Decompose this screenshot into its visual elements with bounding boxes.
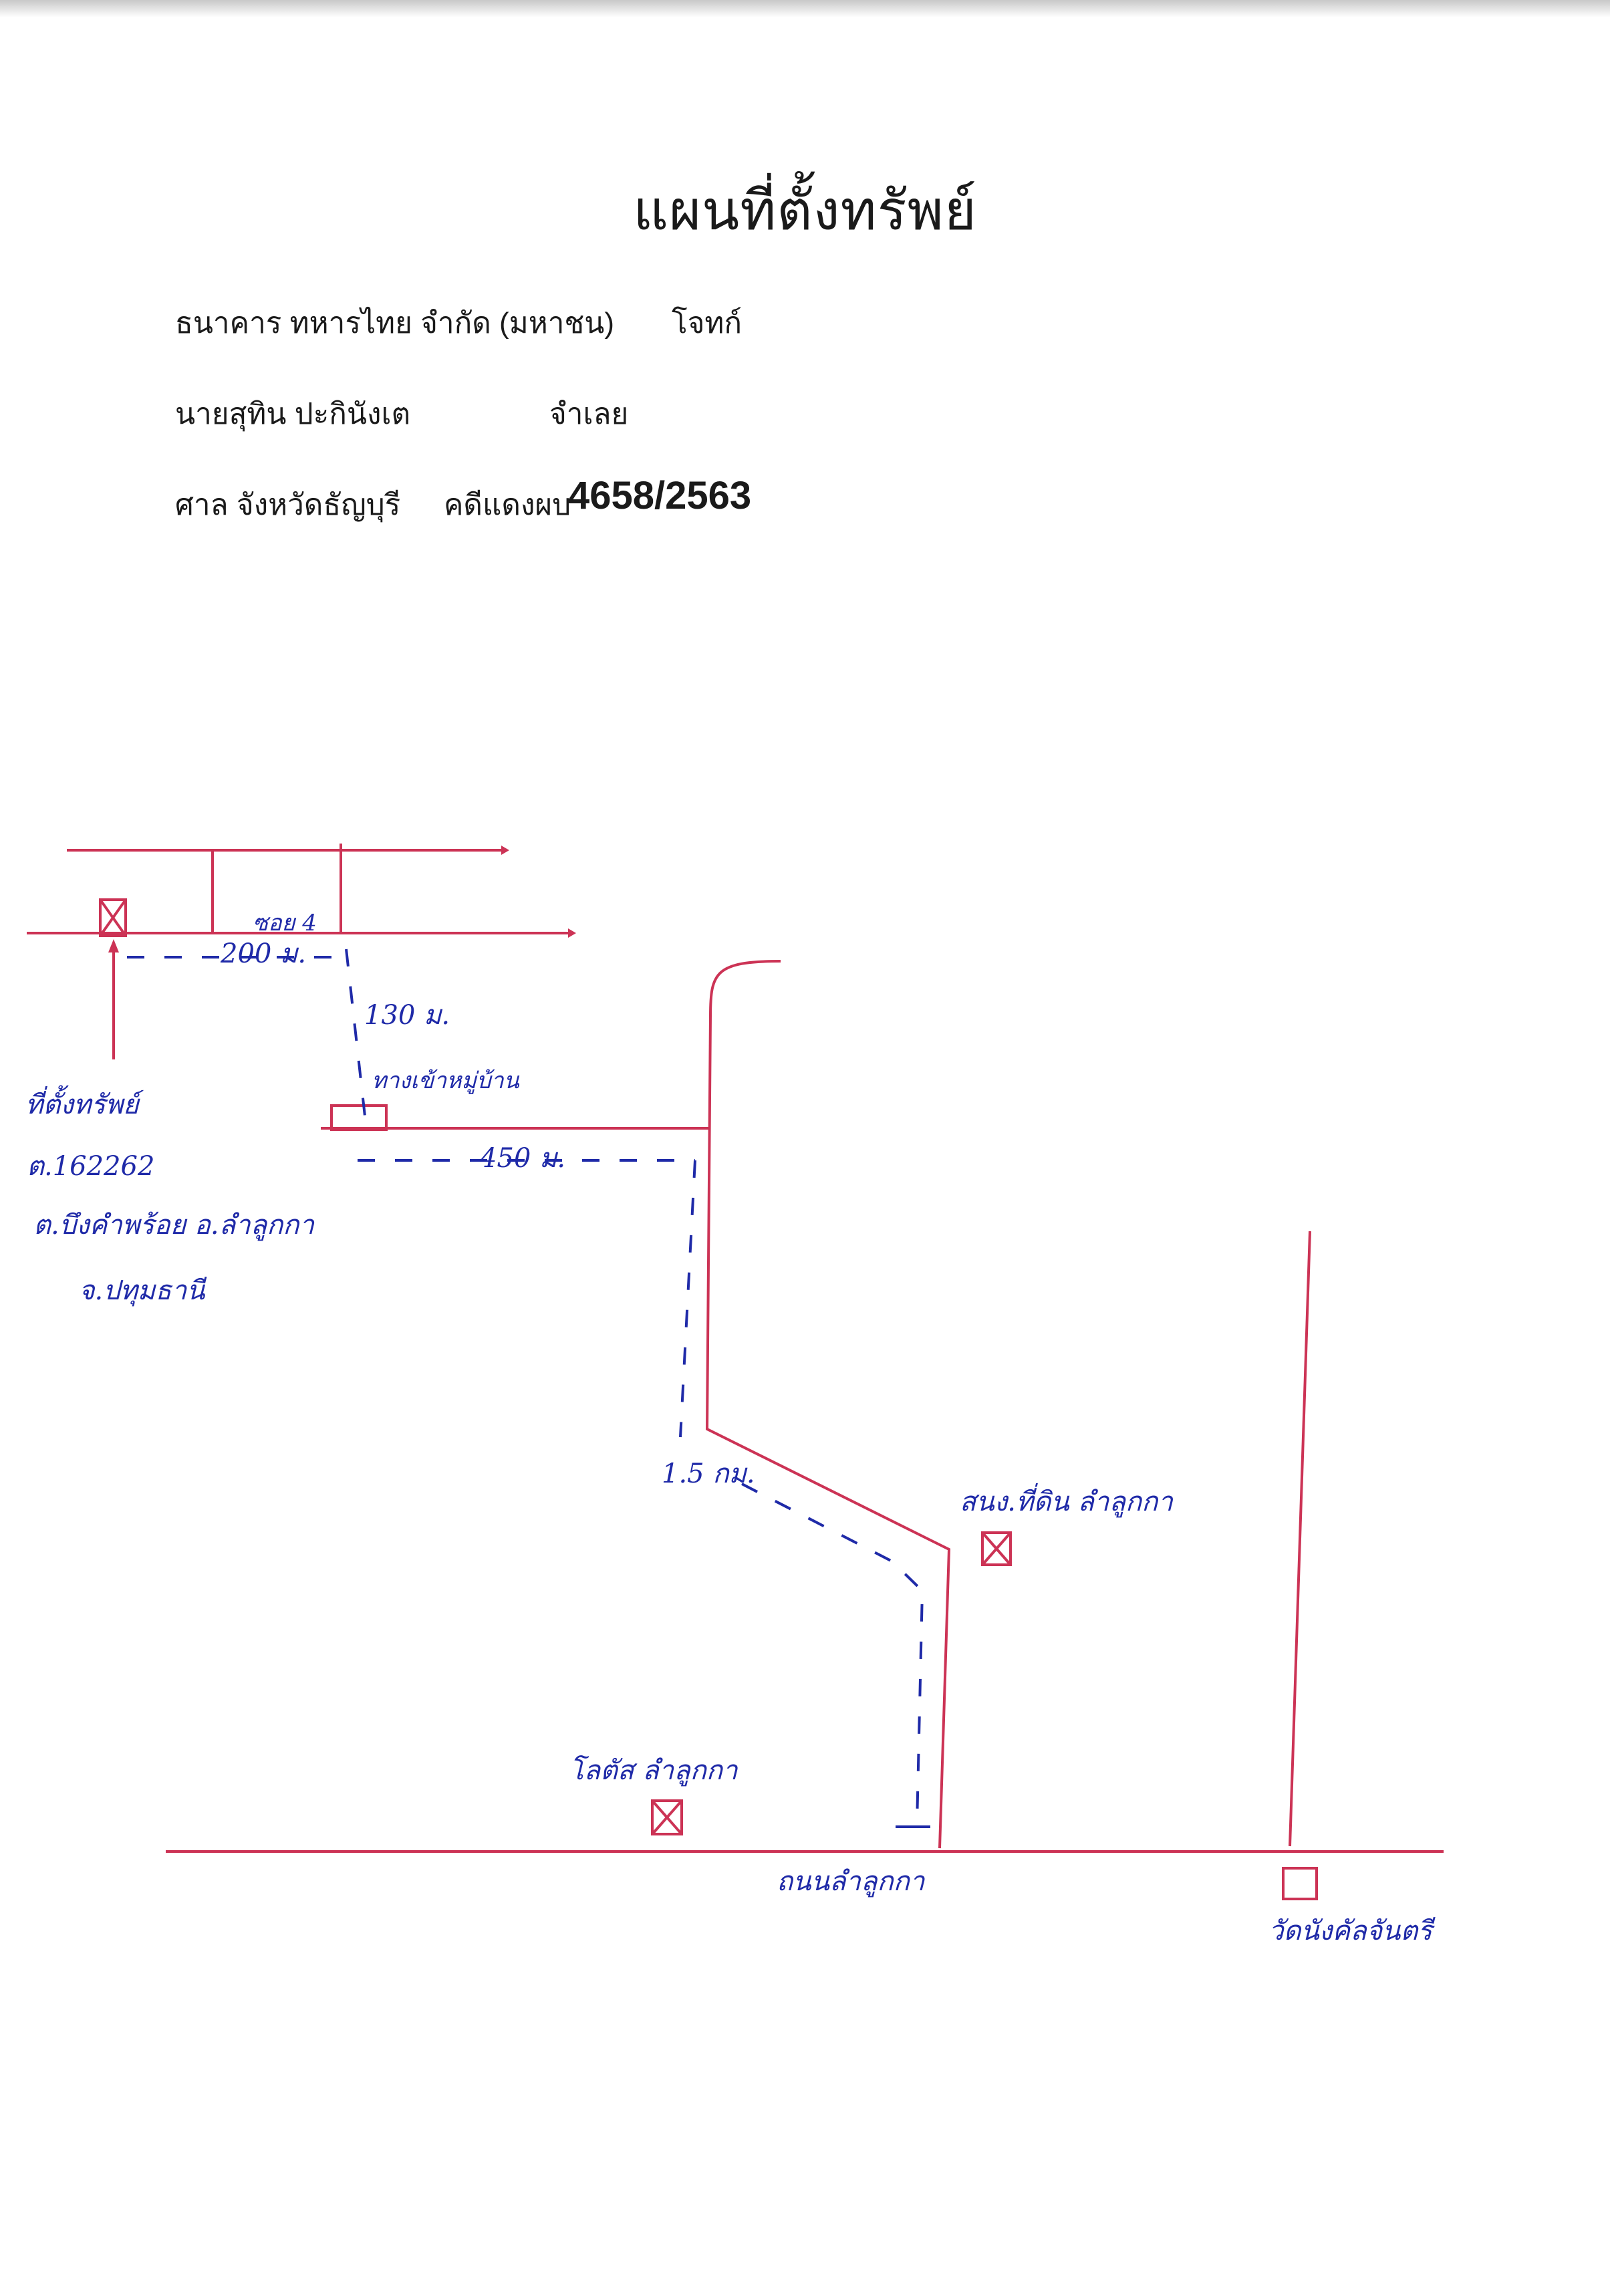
temple-marker <box>1282 1867 1318 1900</box>
distance-route <box>127 948 930 1828</box>
scan-top-edge <box>0 0 1610 17</box>
case-label: คดีแดงผบ <box>444 489 571 521</box>
deed-label: ต.162262 <box>27 1151 154 1182</box>
route-130m <box>345 948 366 1117</box>
arrowhead-right <box>501 846 509 855</box>
village-entrance-label: ทางเข้าหมู่บ้าน <box>372 1067 520 1094</box>
subdistrict-district-label: ต.บึงคำพร้อย อ.ลำลูกกา <box>33 1210 315 1241</box>
road-lines <box>27 844 1444 1853</box>
route-1-5km <box>741 1483 924 1825</box>
temple-label: วัดนังคัลจันตรี <box>1268 1916 1436 1946</box>
page-title: แผนที่ตั้งทรัพย์ <box>633 180 977 241</box>
case-number: 4658/2563 <box>568 474 752 517</box>
dist-1-5km-label: 1.5 กม. <box>662 1458 755 1489</box>
property-marker <box>99 898 127 937</box>
dist-200-label: 200 ม. <box>220 938 306 969</box>
village-entrance-marker <box>330 1104 388 1131</box>
main-road-label: ถนนลำลูกกา <box>777 1866 926 1898</box>
defendant-role: จำเลย <box>549 398 629 430</box>
plaintiff-role: โจทก์ <box>672 307 743 340</box>
land-office-label: สนง.ที่ดิน ลำลูกกา <box>960 1483 1174 1518</box>
lotus-label: โลตัส ลำลูกกา <box>569 1755 739 1787</box>
road-curve-line <box>705 960 951 1849</box>
property-label: ที่ตั้งทรัพย์ <box>25 1085 144 1120</box>
road-right-line <box>1289 1231 1311 1847</box>
province-label: จ.ปทุมธานี <box>79 1275 207 1307</box>
route-vertical <box>679 1160 696 1438</box>
land-office-marker <box>981 1531 1012 1566</box>
soi-label: ซอย 4 <box>253 910 317 936</box>
arrowhead-up <box>108 939 119 952</box>
court-name: ศาล จังหวัดธัญบุรี <box>175 489 401 521</box>
lotus-marker <box>651 1799 683 1835</box>
defendant-name: นายสุทิน ปะกินังเต <box>175 398 411 430</box>
dist-450-label: 450 ม. <box>479 1143 565 1174</box>
arrowhead-right <box>568 928 576 938</box>
plaintiff-name: ธนาคาร ทหารไทย จำกัด (มหาชน) <box>175 307 615 340</box>
dist-130-label: 130 ม. <box>364 1000 450 1031</box>
